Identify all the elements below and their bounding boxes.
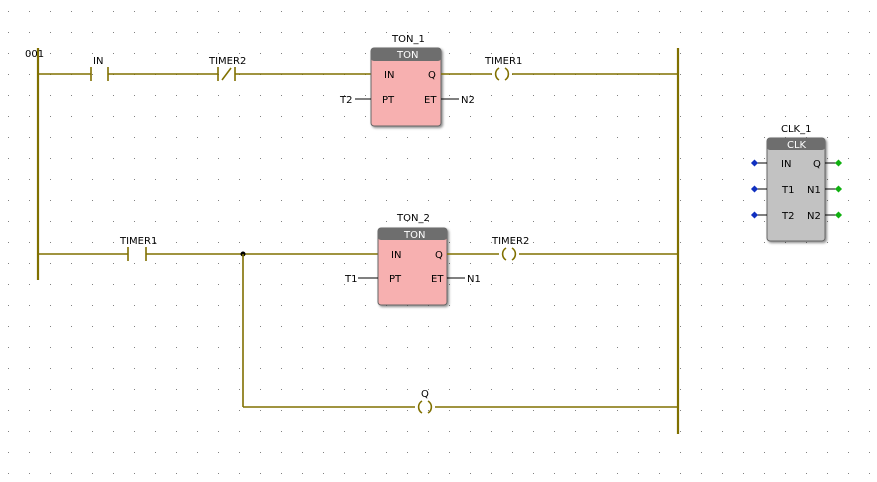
clk1-group: CLK_1 CLK IN T1 T2 Q N1 N2 [750, 124, 843, 242]
ton2-function-block[interactable] [377, 227, 448, 306]
ton2-pin-et: ET [431, 274, 444, 285]
coil-q-label: Q [421, 389, 429, 400]
clk1-type-label: CLK [787, 140, 807, 151]
ton2-pin-in: IN [391, 250, 401, 261]
ton1-pin-pt: PT [382, 95, 395, 106]
coil-timer2-label: TIMER2 [491, 236, 529, 247]
clk1-pin-t1: T1 [781, 185, 794, 196]
clk1-q-connection-point[interactable] [834, 159, 843, 167]
ton1-pin-in: IN [384, 70, 394, 81]
clk1-pin-n1: N1 [807, 185, 821, 196]
clk1-n2-connection-point[interactable] [834, 211, 843, 219]
contact-timer2-label: TIMER2 [208, 56, 246, 67]
contact-in-label: IN [93, 56, 103, 67]
contact-timer1-label: TIMER1 [119, 236, 157, 247]
clk1-function-block[interactable] [766, 137, 826, 242]
rung-1: IN TIMER2 TON_1 TON IN PT Q ET T2 N2 [38, 34, 678, 127]
ton1-pin-q: Q [428, 70, 436, 81]
coil-timer1[interactable]: TIMER1 [484, 56, 522, 81]
clk1-instance-name: CLK_1 [781, 124, 811, 135]
ton2-pt-variable[interactable]: T1 [344, 274, 357, 285]
ton1-type-label: TON [396, 50, 418, 61]
clk1-t1-connection-point[interactable] [750, 185, 759, 193]
coil-timer1-label: TIMER1 [484, 56, 522, 67]
ton1-function-block[interactable] [370, 47, 442, 127]
ton2-pin-pt: PT [389, 274, 402, 285]
clk1-pin-n2: N2 [807, 211, 821, 222]
ton2-et-variable[interactable]: N1 [467, 274, 481, 285]
ton1-instance-name: TON_1 [391, 34, 425, 45]
coil-q[interactable]: Q [417, 389, 433, 414]
clk1-pin-in: IN [781, 159, 791, 170]
clk1-pin-t2: T2 [781, 211, 794, 222]
ton2-instance-name: TON_2 [396, 213, 430, 224]
coil-timer2[interactable]: TIMER2 [491, 236, 529, 261]
rung-number-label: 001 [25, 49, 44, 60]
rung-2: TIMER1 TON_2 TON IN PT Q ET T1 N1 TIMER2 [38, 213, 678, 414]
clk1-pin-q: Q [813, 159, 821, 170]
clk1-in-connection-point[interactable] [750, 159, 759, 167]
ton1-pin-et: ET [424, 95, 437, 106]
ton1-et-variable[interactable]: N2 [461, 95, 475, 106]
ton2-type-label: TON [403, 230, 425, 241]
ton2-pin-q: Q [435, 250, 443, 261]
clk1-t2-connection-point[interactable] [750, 211, 759, 219]
clk1-n1-connection-point[interactable] [834, 185, 843, 193]
ton1-pt-variable[interactable]: T2 [339, 95, 352, 106]
